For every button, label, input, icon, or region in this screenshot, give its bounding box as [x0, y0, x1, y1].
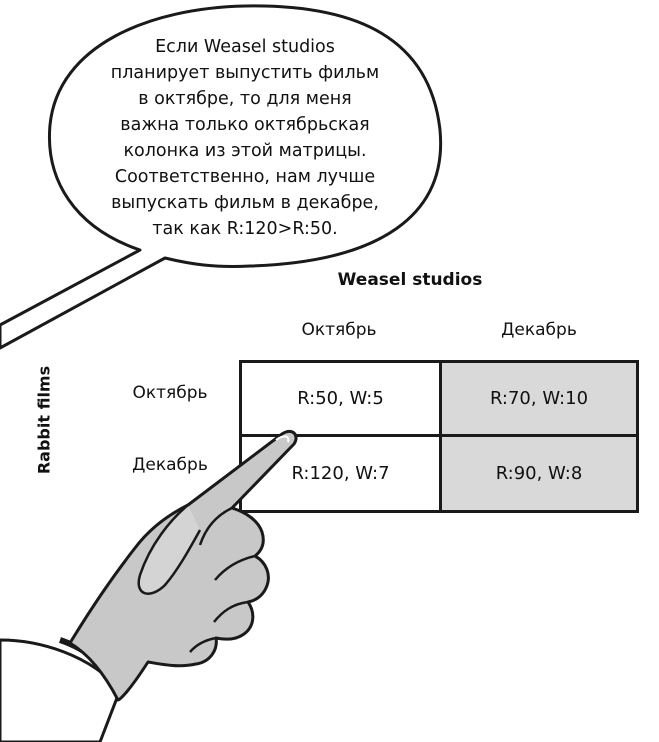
bubble-line: колонка из этой матрицы.	[123, 141, 367, 161]
bubble-line: Соответственно, нам лучше	[114, 167, 376, 187]
bubble-line: в октябре, то для меня	[138, 89, 352, 109]
payoff-matrix: R:50, W:5 R:70, W:10 R:120, W:7 R:90, W:…	[239, 360, 639, 513]
bubble-line: планирует выпустить фильм	[110, 63, 380, 83]
column-player-label: Weasel studios	[337, 270, 483, 290]
speech-bubble	[0, 4, 443, 350]
row-player-label: Rabbit films	[34, 365, 54, 475]
matrix-cell: R:90, W:8	[442, 436, 636, 510]
bubble-line: так как R:120>R:50.	[152, 219, 338, 239]
row-header-december: Декабрь	[132, 455, 208, 475]
bubble-line: Если Weasel studios	[155, 37, 335, 57]
speech-bubble-text: Если Weasel studios планирует выпустить …	[80, 34, 410, 242]
bubble-line: выпускать фильм в декабре,	[111, 193, 379, 213]
column-header-october: Октябрь	[301, 320, 377, 340]
bubble-line: важна только октябрьская	[120, 115, 370, 135]
matrix-cell: R:50, W:5	[242, 363, 442, 437]
row-header-october: Октябрь	[132, 383, 208, 403]
matrix-cell: R:70, W:10	[442, 363, 636, 437]
matrix-cell: R:120, W:7	[242, 436, 442, 510]
column-header-december: Декабрь	[501, 320, 577, 340]
